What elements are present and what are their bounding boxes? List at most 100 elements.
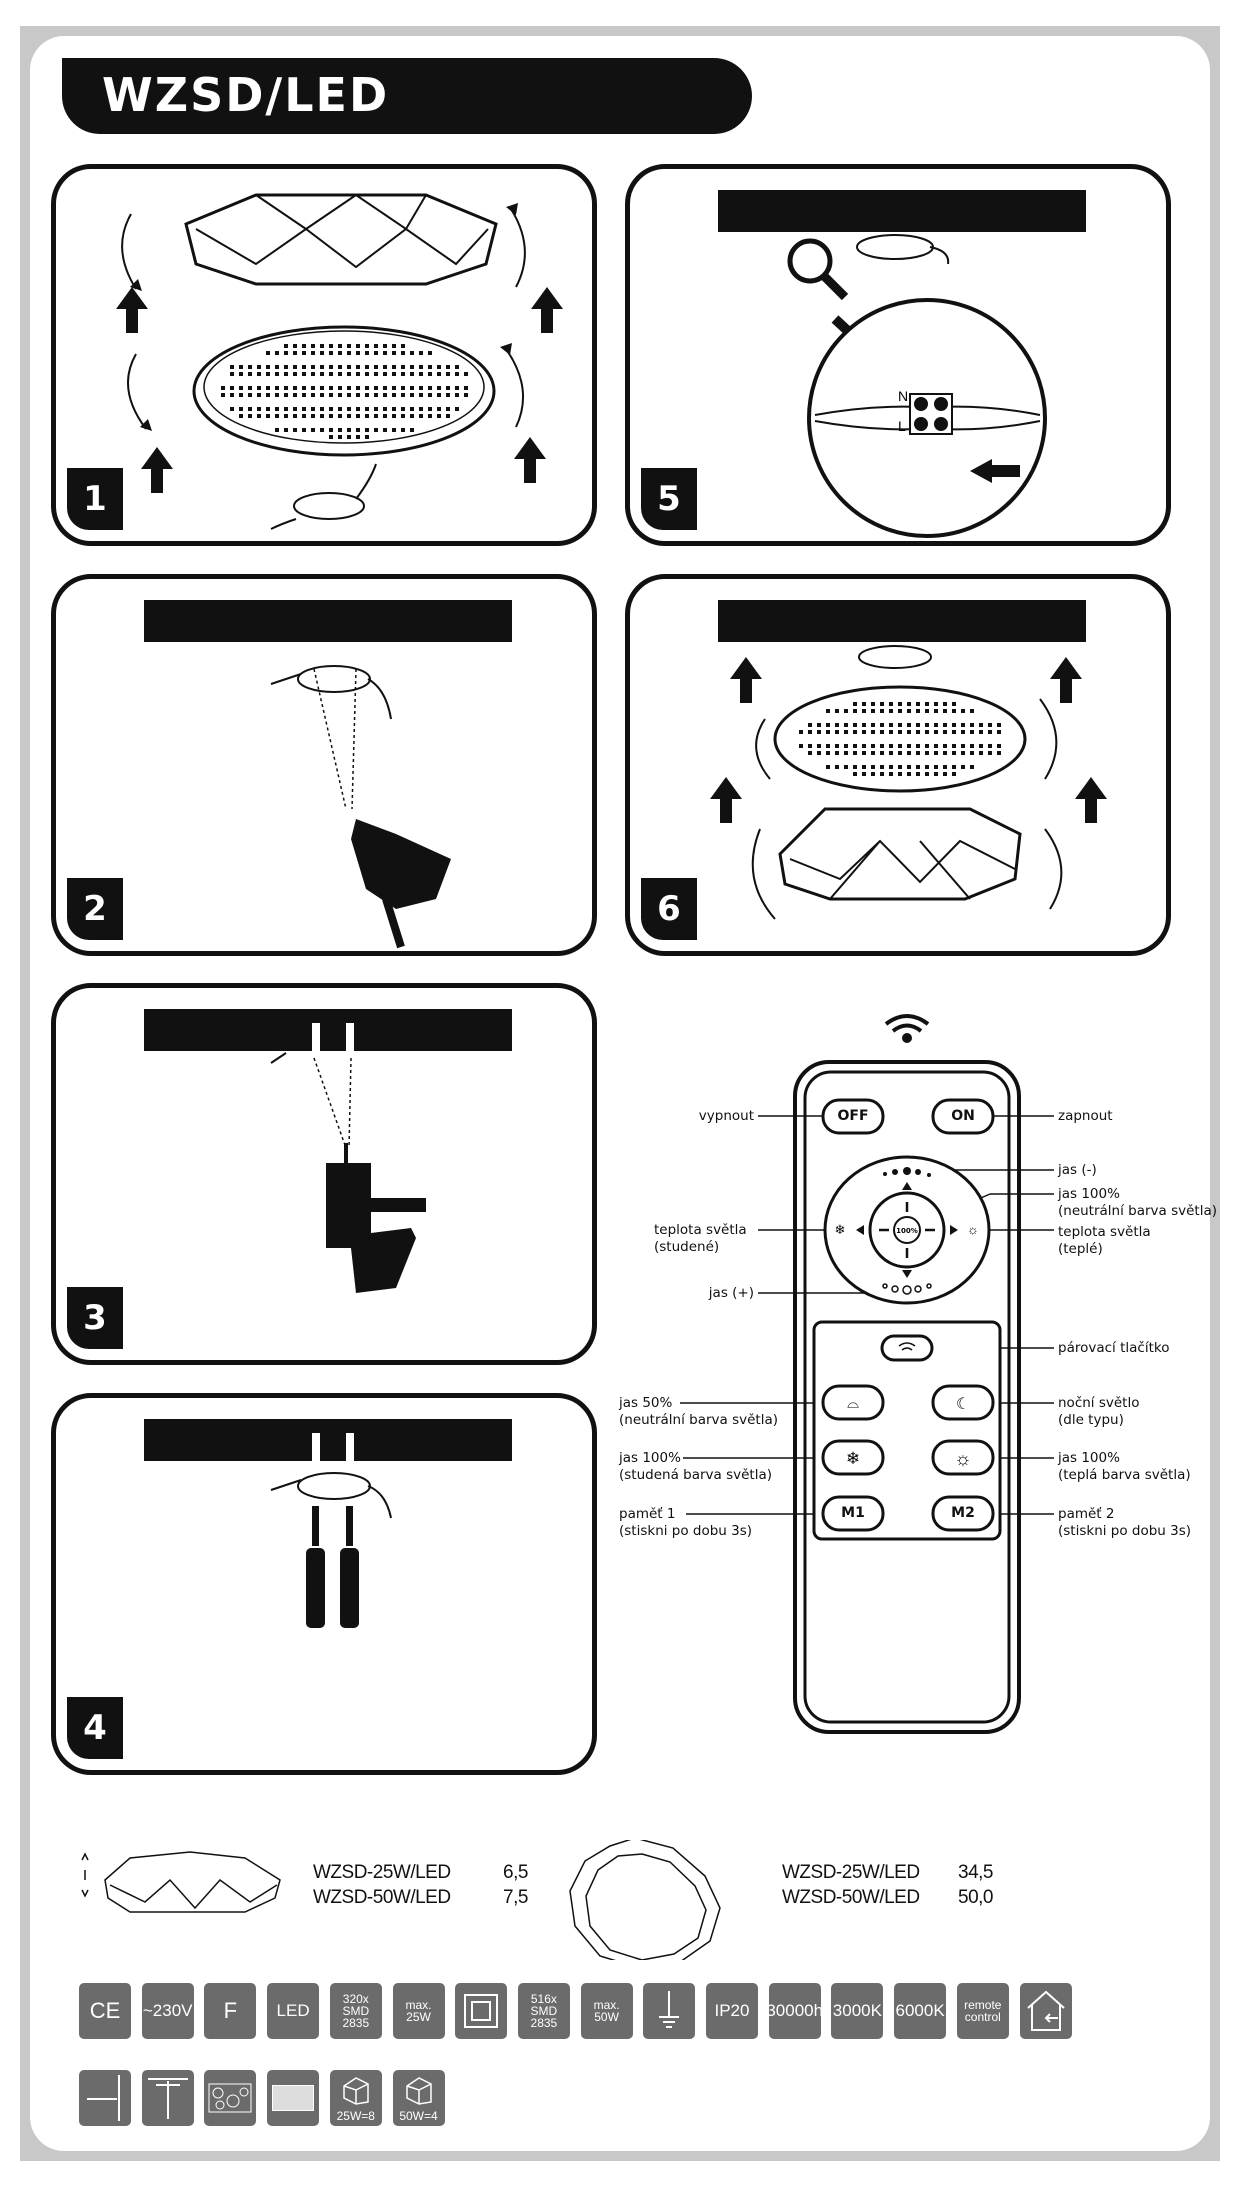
diameter-value-2: 50,0	[958, 1887, 993, 1908]
attach-cover-illustration	[710, 600, 1107, 920]
smd-320-icon: 320x SMD 2835	[329, 1983, 382, 2039]
height-model-2: WZSD-50W/LED	[313, 1887, 451, 1908]
icon-label: max. 50W	[593, 1998, 620, 2024]
diameter-model-2: WZSD-50W/LED	[782, 1887, 920, 1908]
wire-connection-illustration: N L	[718, 190, 1086, 538]
icon-label: 50W=4	[399, 2109, 438, 2123]
height-model-1: WZSD-25W/LED	[313, 1862, 451, 1883]
max-50w-icon: max. 50W	[580, 1983, 633, 2039]
icon-label: 6000K	[895, 2001, 945, 2020]
ip20-icon: IP20	[706, 1983, 758, 2039]
height-value-1: 6,5	[503, 1862, 528, 1883]
icon-label: 3000K	[832, 2001, 882, 2020]
ground-icon	[643, 1983, 696, 2039]
lifetime-icon: 30000h	[768, 1983, 821, 2039]
step-number: 5	[641, 468, 697, 530]
icon-label: IP20	[714, 2001, 750, 2020]
label-night-light: noční světlo (dle typu)	[1058, 1395, 1140, 1428]
label-memory-2: paměť 2 (stiskni po dobu 3s)	[1058, 1506, 1192, 1539]
remote-control-icon: remote control	[956, 1983, 1009, 2039]
label-temp-warm: teplota světla (teplé)	[1058, 1224, 1151, 1257]
step-2-panel: 2	[51, 574, 597, 956]
wall-mount-icon	[79, 2070, 131, 2126]
label-brightness-100-warm: jas 100% (teplá barva světla)	[1058, 1450, 1191, 1483]
icon-label: remote control	[964, 1998, 1002, 2024]
off-button-label[interactable]: OFF	[837, 1108, 869, 1124]
label-brightness-minus: jas (-)	[1058, 1162, 1097, 1178]
step-number: 3	[67, 1287, 123, 1349]
label-temp-cold: teplota světla (studené)	[654, 1222, 747, 1255]
sun-icon: ☼	[954, 1449, 971, 1470]
label-brightness-100-neutral: jas 100% (neutrální barva světla)	[1058, 1186, 1218, 1219]
dimension-drawings	[81, 1840, 721, 1960]
step-number: 2	[67, 878, 123, 940]
warm-temp-icon: 3000K	[831, 1983, 884, 2039]
screw-mounting-illustration	[144, 1419, 512, 1628]
svg-text:L: L	[898, 418, 906, 434]
cold-temp-icon: 6000K	[894, 1983, 947, 2039]
smd-516-icon: 516x SMD 2835	[517, 1983, 570, 2039]
label-brightness-100-cold: jas 100% (studená barva světla)	[619, 1450, 773, 1483]
f-mark-icon: F	[204, 1983, 257, 2039]
label-memory-1: paměť 1 (stiskni po dobu 3s)	[619, 1506, 753, 1539]
lamp-side-view	[104, 1851, 281, 1913]
icon-label: 30000h	[768, 2001, 821, 2020]
pairing-wifi-icon	[898, 1342, 916, 1351]
height-value-2: 7,5	[503, 1887, 528, 1908]
step-number: 1	[67, 468, 123, 530]
package-25w-icon: 25W=8	[329, 2070, 382, 2126]
height-arrow-icon	[81, 1852, 89, 1898]
remove-cover-illustration	[116, 193, 563, 530]
led-chips	[221, 344, 468, 439]
sun-icon: ☼	[967, 1222, 979, 1237]
half-light-icon: ⌓	[847, 1395, 859, 1412]
icon-label: 516x SMD 2835	[530, 1992, 558, 2030]
ceiling-mount-icon	[141, 2070, 194, 2126]
diameter-value-1: 34,5	[958, 1862, 993, 1883]
step-6-panel: 6	[625, 574, 1171, 956]
led-icon: LED	[267, 1983, 320, 2039]
class-ii-icon	[455, 1983, 508, 2039]
m1-button[interactable]: M1	[841, 1505, 865, 1521]
label-pairing: párovací tlačítko	[1058, 1340, 1170, 1356]
label-brightness-plus: jas (+)	[708, 1285, 754, 1301]
icon-label: 320x SMD 2835	[342, 1992, 370, 2030]
icon-label: max. 25W	[405, 1998, 432, 2024]
off-button	[821, 1098, 885, 1135]
icon-label: CE	[89, 1998, 121, 2023]
surface-plain-icon	[267, 2070, 320, 2126]
moon-icon: ☾	[956, 1396, 970, 1413]
on-button-label[interactable]: ON	[951, 1108, 975, 1124]
svg-text:N: N	[898, 388, 908, 404]
label-brightness-50: jas 50% (neutrální barva světla)	[619, 1395, 779, 1428]
max-25w-icon: max. 25W	[392, 1983, 445, 2039]
step-number: 4	[67, 1697, 123, 1759]
icon-label: 25W=8	[336, 2109, 375, 2123]
package-50w-icon: 50W=4	[392, 2070, 445, 2126]
ce-mark-icon: CE	[79, 1983, 131, 2039]
label-off: vypnout	[698, 1108, 754, 1124]
step-4-panel: 4	[51, 1393, 597, 1775]
m2-button[interactable]: M2	[951, 1505, 975, 1521]
label-on: zapnout	[1058, 1108, 1113, 1124]
on-button	[931, 1098, 995, 1135]
page-title: WZSD/LED	[62, 58, 752, 134]
step-3-panel: 3	[51, 983, 597, 1365]
drill-holes-illustration	[144, 1009, 512, 1293]
icon-label: ~230V	[142, 2001, 193, 2020]
snowflake-icon: ❄	[846, 1449, 860, 1468]
step-1-panel: 1	[51, 164, 597, 546]
icon-label: F	[223, 1998, 238, 2023]
lamp-top-view	[569, 1840, 721, 1960]
center-button-label: 100%	[896, 1227, 918, 1235]
remote-control-diagram: 100% ❄ ☼ ⌓ ☾ ❄ ☼	[680, 1014, 1054, 1734]
mark-holes-illustration	[144, 600, 512, 949]
led-chips	[799, 702, 1001, 776]
surface-pattern-icon	[204, 2070, 257, 2126]
diameter-model-1: WZSD-25W/LED	[782, 1862, 920, 1883]
step-number: 6	[641, 878, 697, 940]
wifi-icon	[884, 1014, 930, 1043]
voltage-icon: ~230V	[141, 1983, 194, 2039]
indoor-icon	[1019, 1983, 1072, 2039]
step-5-panel: N L 5	[625, 164, 1171, 546]
